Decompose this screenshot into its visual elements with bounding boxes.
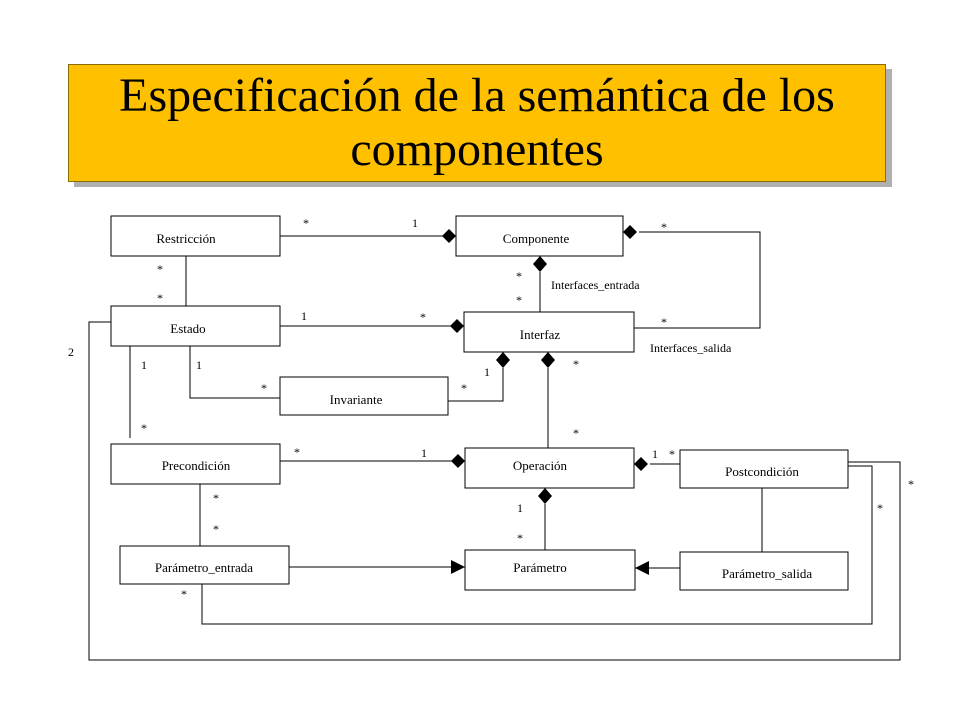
- label-operacion: Operación: [513, 458, 568, 473]
- mult-op-post-left: 1: [652, 447, 658, 461]
- label-interfaz: Interfaz: [520, 327, 561, 342]
- arrow-parametro-salida: [635, 561, 649, 575]
- mult-prec-pe-top: *: [213, 491, 219, 505]
- class-componente: [455, 215, 624, 257]
- mult-pe-bottom: *: [181, 587, 187, 601]
- mult-estado-interfaz-left: 1: [301, 309, 307, 323]
- class-restriccion: [110, 215, 281, 257]
- label-estado: Estado: [170, 321, 205, 336]
- class-precondicion: [110, 443, 281, 485]
- mult-outer-right-far: *: [908, 477, 914, 491]
- class-parametro-salida: [679, 551, 849, 591]
- mult-restr-estado-top: *: [157, 262, 163, 276]
- label-componente: Componente: [503, 231, 570, 246]
- role-interfaces-entrada: Interfaces_entrada: [551, 278, 640, 292]
- diamond-componente-self: [623, 225, 637, 239]
- assoc-componente-interfaz-salida: [634, 231, 761, 329]
- label-precondicion: Precondición: [162, 458, 231, 473]
- mult-comp-self-top: *: [661, 220, 667, 234]
- diamond-interfaz-invariante: [496, 352, 510, 368]
- arrow-parametro-entrada: [451, 560, 465, 574]
- class-interfaz: [463, 311, 635, 353]
- slide-title: Especificación de la semántica de los co…: [119, 69, 835, 176]
- title-banner: Especificación de la semántica de los co…: [68, 64, 886, 182]
- mult-outer-left: 2: [68, 345, 74, 359]
- mult-inv-right: *: [461, 381, 467, 395]
- mult-estado-interfaz-right: *: [420, 310, 426, 324]
- assoc-parametro-entrada-postcondicion: [201, 465, 873, 625]
- mult-restr-estado-bottom: *: [157, 291, 163, 305]
- mult-estado-prec: 1: [141, 358, 147, 372]
- assoc-estado-postcondicion: [88, 321, 901, 661]
- mult-prec-op-right: 1: [421, 446, 427, 460]
- assoc-estado-invariante: [189, 346, 280, 399]
- assoc-invariante-interfaz: [448, 368, 504, 402]
- diamond-componente-entrada: [533, 256, 547, 272]
- diamond-interfaz-operacion: [541, 352, 555, 368]
- diamond-operacion-postcondicion: [634, 457, 648, 471]
- label-postcondicion: Postcondición: [725, 464, 799, 479]
- mult-op-param-bottom: *: [517, 531, 523, 545]
- diamond-interfaz-estado: [450, 319, 464, 333]
- mult-estado-inv: 1: [196, 358, 202, 372]
- label-parametro-entrada: Parámetro_entrada: [155, 560, 253, 575]
- label-invariante: Invariante: [330, 392, 383, 407]
- diamond-operacion-parametro: [538, 488, 552, 504]
- diamond-operacion-precondicion: [451, 454, 465, 468]
- mult-interfaz-entrada: *: [516, 293, 522, 307]
- mult-prec-top: *: [141, 421, 147, 435]
- label-parametro-salida: Parámetro_salida: [722, 566, 812, 581]
- class-parametro-entrada: [119, 545, 290, 585]
- mult-restr-comp-left: *: [303, 216, 309, 230]
- class-operacion: [464, 447, 635, 489]
- mult-prec-pe-bottom: *: [213, 522, 219, 536]
- mult-interfaz-salida: *: [661, 315, 667, 329]
- role-interfaces-salida: Interfaces_salida: [650, 341, 732, 355]
- diamond-componente-restriccion: [442, 229, 456, 243]
- mult-restr-comp-right: 1: [412, 216, 418, 230]
- mult-inv-left: *: [261, 381, 267, 395]
- label-parametro: Parámetro: [513, 560, 566, 575]
- mult-post-right: *: [877, 501, 883, 515]
- mult-op-post-right: *: [669, 447, 675, 461]
- mult-prec-op-left: *: [294, 445, 300, 459]
- class-parametro: [464, 549, 636, 591]
- class-invariante: [279, 376, 449, 416]
- mult-interfaz-op-bottom: *: [573, 426, 579, 440]
- class-postcondicion: [679, 449, 849, 489]
- mult-op-param-top: 1: [517, 501, 523, 515]
- mult-interfaz-op-top: *: [573, 357, 579, 371]
- mult-comp-entrada: *: [516, 269, 522, 283]
- class-estado: [110, 305, 281, 347]
- label-restriccion: Restricción: [156, 231, 216, 246]
- mult-interfaz-inv: 1: [484, 365, 490, 379]
